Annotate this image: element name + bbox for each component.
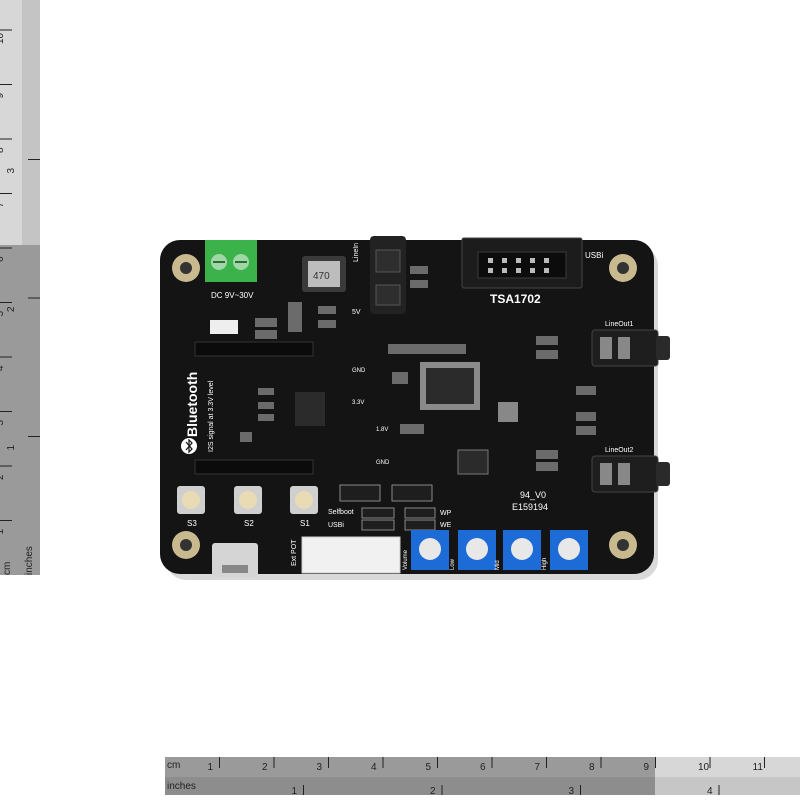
ruler-cm-number: 8 [589, 762, 595, 773]
v33-label: 3.3V [352, 400, 364, 406]
ruler-cm-number: 6 [480, 762, 486, 773]
ruler-cm-number: 9 [0, 93, 6, 99]
chip-label: TSA1702 [490, 292, 541, 306]
cert-number: E159194 [512, 502, 548, 512]
pcb [160, 240, 654, 574]
gnd-label-1: GND [352, 368, 366, 374]
ruler-inch-number: 3 [569, 786, 575, 797]
bluetooth-label: Bluetooth [184, 372, 200, 437]
ruler-inch-number: 4 [707, 786, 713, 797]
usbi-jumper-label: USBi [328, 522, 344, 529]
potentiometer-group [411, 530, 588, 570]
pin-header-bottom [194, 459, 314, 475]
power-terminal-block [205, 240, 257, 282]
ruler-inch-number: 3 [6, 168, 17, 174]
ext-pot-connector [301, 536, 401, 574]
power-label: DC 9V~30V [211, 291, 254, 300]
we-label: WE [440, 522, 452, 529]
lineout1-label: LineOut1 [605, 321, 634, 328]
pot-label-low: Low [450, 558, 456, 570]
ruler-cm-number: 4 [0, 365, 6, 371]
dsp-chip [420, 362, 480, 410]
crystal [498, 402, 518, 422]
ruler-cm-number: 9 [644, 762, 650, 773]
horizontal-ruler-in-unit: inches [167, 781, 196, 792]
ruler-cm-number: 1 [208, 762, 214, 773]
usb-label: USBi [585, 251, 603, 260]
wp-label: WP [440, 510, 452, 517]
pot-label-high: High [542, 558, 548, 570]
v5-label: 5V [352, 309, 361, 316]
ruler-cm-number: 1 [0, 529, 6, 535]
ruler-inch-number: 2 [430, 786, 436, 797]
push-button-group [177, 486, 318, 514]
pot-label-volume: Volume [403, 549, 409, 570]
ruler-inch-number: 2 [6, 306, 17, 312]
ruler-cm-number: 3 [0, 420, 6, 426]
inductor-label: 470 [313, 271, 330, 282]
lineout2-jack [591, 455, 670, 493]
mount-hole-icon [172, 254, 637, 559]
ruler-cm-number: 11 [753, 762, 764, 773]
horizontal-ruler-cm-unit: cm [167, 760, 181, 771]
horizontal-ruler-inch-scale [165, 777, 800, 795]
button-label-s2: S2 [244, 519, 254, 528]
linein-label: LineIn [353, 243, 360, 262]
ruler-cm-number: 2 [262, 762, 268, 773]
ruler-cm-number: 8 [0, 147, 6, 153]
codec-chip [457, 449, 489, 475]
ruler-cm-number: 4 [371, 762, 377, 773]
jumper-block [339, 484, 436, 531]
ruler-cm-number: 2 [0, 474, 6, 480]
ruler-inch-number: 1 [292, 786, 298, 797]
button-label-s1: S1 [300, 519, 310, 528]
bluetooth-sub-label: I2S signal at 3.3V level [208, 380, 215, 452]
ruler-inch-number: 1 [6, 445, 17, 451]
pot-label-mid: Mid [495, 560, 501, 570]
ruler-cm-number: 10 [698, 762, 710, 773]
horizontal-ruler-shade [165, 757, 655, 795]
ruler-cm-number: 7 [535, 762, 541, 773]
ruler-cm-number: 7 [0, 202, 6, 208]
v18-label: 1.8V [376, 427, 388, 433]
ruler-cm-number: 6 [0, 256, 6, 262]
regulator-chip [295, 392, 325, 426]
cert-label: 94_V0 [520, 490, 546, 500]
gnd-label-2: GND [376, 460, 390, 466]
ruler-cm-number: 10 [0, 32, 6, 44]
selfboot-label: Selfboot [328, 509, 354, 516]
ruler-cm-number: 5 [0, 311, 6, 317]
pin-header-top [194, 341, 314, 357]
lineout1-jack [591, 329, 670, 367]
button-label-s3: S3 [187, 519, 197, 528]
ext-pot-label: Ext POT [291, 539, 298, 566]
ruler-cm-number: 3 [317, 762, 323, 773]
lineout2-label: LineOut2 [605, 447, 634, 454]
bluetooth-icon [181, 438, 197, 454]
ruler-cm-number: 5 [426, 762, 432, 773]
horizontal-ruler [165, 757, 800, 795]
